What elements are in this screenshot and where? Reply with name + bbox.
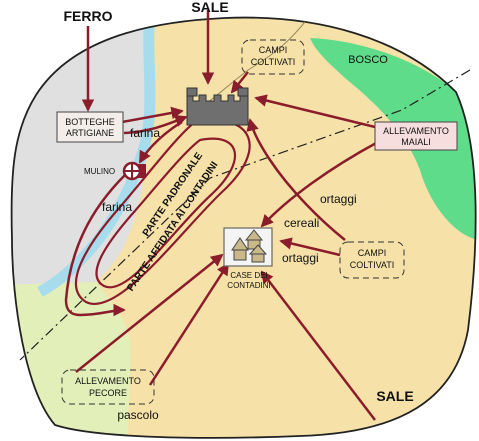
arrow-mulino-farina	[64, 174, 126, 317]
label-pascolo: pascolo	[117, 408, 159, 422]
arrow-botteghe-to-castle	[121, 106, 184, 124]
arrow-maiali-to-case	[260, 140, 379, 228]
arrow-castle-to-mulino	[138, 120, 183, 164]
label-campi-top-line2: COLTIVATI	[251, 57, 296, 67]
label-cereali: cereali	[284, 216, 319, 230]
campi-coltivati-top-box	[241, 39, 305, 75]
castle-icon	[186, 87, 249, 126]
river	[37, 17, 158, 297]
arrow-campi-to-castle-ortaggi	[246, 118, 346, 241]
label-ortaggi-lower: ortaggi	[282, 251, 319, 265]
arrow-pecore-to-case	[75, 253, 224, 373]
manor-loop-outer	[75, 119, 251, 305]
campi-coltivati-right-box	[339, 241, 405, 279]
label-botteghe-line2: ARTIGIANE	[66, 128, 114, 138]
label-bosco: BOSCO	[348, 54, 388, 66]
label-allevamento-pecore-line2: PECORE	[89, 388, 127, 398]
territory-border	[10, 16, 477, 439]
field-boundary	[199, 21, 306, 109]
mill-wheel-icon	[122, 161, 146, 181]
arrow-botteghe-to-castle-2	[123, 115, 188, 135]
label-allevamento-maiali-line1: ALLEVAMENTO	[383, 126, 449, 136]
label-allevamento-maiali-line2: MAIALI	[401, 137, 431, 147]
label-campi-right-line1: CAMPI	[358, 248, 387, 258]
arrow-campi-to-castle	[230, 71, 249, 94]
forest-area	[310, 38, 476, 240]
label-ortaggi-upper: ortaggi	[320, 192, 357, 206]
arrow-sale-to-case	[260, 270, 376, 421]
flow-arrows	[64, 10, 379, 421]
allevamento-maiali-box	[374, 121, 458, 151]
division-line	[19, 69, 471, 361]
manor-loop-inner	[95, 137, 237, 289]
label-farina-upper: farina	[130, 126, 160, 140]
label-mulino: MULINO	[84, 167, 115, 176]
label-case-line2: CONTADINI	[227, 281, 270, 290]
label-sale-bottom: SALE	[376, 388, 413, 404]
botteghe-artigiane-box	[56, 111, 124, 143]
arrow-campi-to-case	[279, 237, 341, 257]
arrow-maiali-to-castle	[254, 94, 376, 129]
label-allevamento-pecore-line1: ALLEVAMENTO	[75, 376, 141, 386]
peasant-houses-icon	[223, 227, 273, 267]
pasture-area	[11, 282, 131, 438]
label-campi-top-line1: CAMPI	[259, 45, 288, 55]
label-ferro: FERRO	[64, 8, 113, 24]
label-case-line1: CASE DEI	[230, 271, 267, 280]
label-farina-lower: farina	[102, 200, 132, 214]
label-botteghe-line1: BOTTEGHE	[65, 117, 115, 127]
label-sale-top: SALE	[191, 0, 228, 15]
label-campi-right-line2: COLTIVATI	[350, 260, 395, 270]
arrow-pecore-to-case-2	[148, 262, 230, 386]
